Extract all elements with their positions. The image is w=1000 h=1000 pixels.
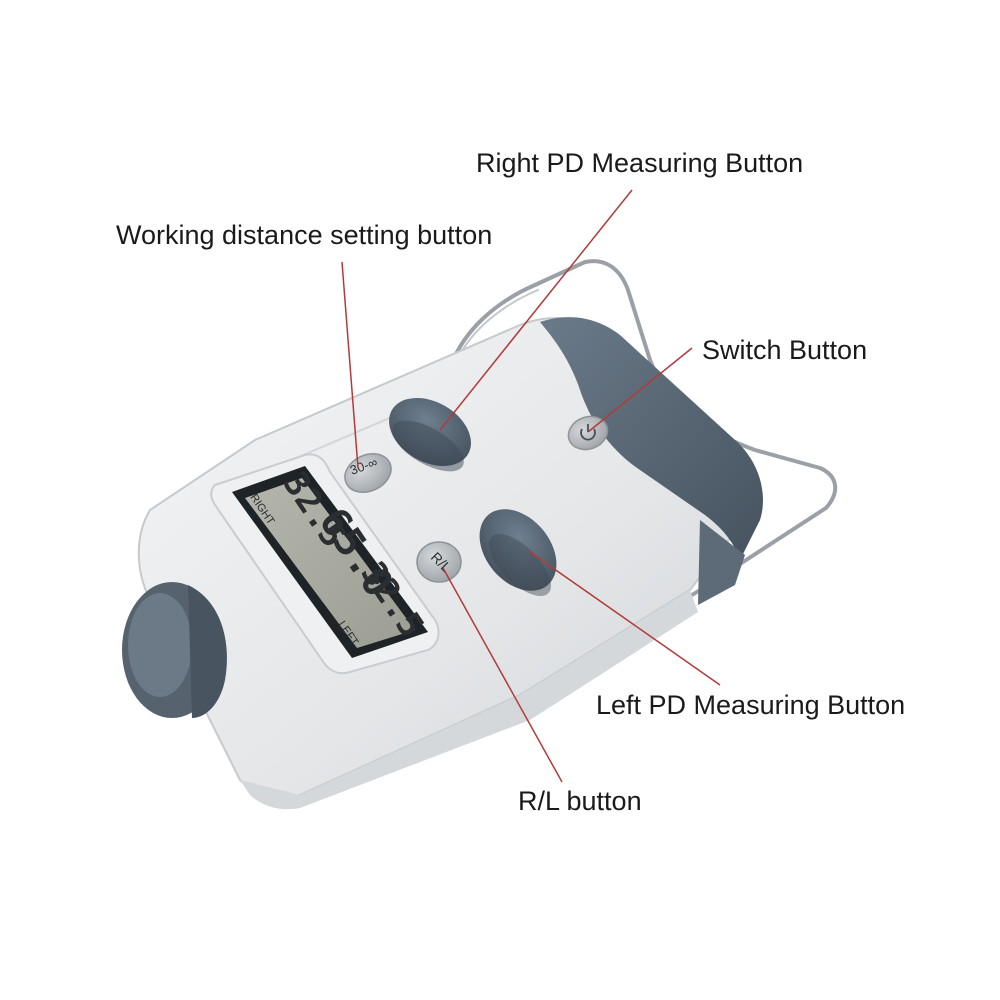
working-distance-button[interactable]: 30-∞ — [339, 447, 398, 500]
eyepiece-knob — [122, 582, 227, 718]
label-left-pd-measuring-button: Left PD Measuring Button — [596, 690, 906, 720]
leader-working-distance — [341, 261, 359, 469]
leader-switch — [587, 347, 693, 433]
label-working-distance-button: Working distance setting button — [116, 220, 493, 250]
rl-button[interactable]: R/L — [416, 541, 462, 583]
label-switch-button: Switch Button — [702, 335, 868, 365]
power-icon — [580, 424, 596, 441]
right-pd-button[interactable] — [377, 384, 483, 482]
leader-left-pd — [529, 551, 721, 686]
label-right-pd-measuring-button: Right PD Measuring Button — [476, 148, 804, 178]
left-pd-button[interactable] — [464, 494, 572, 606]
leader-right-pd — [439, 189, 633, 431]
leader-lines — [341, 189, 721, 783]
label-rl-button: R/L button — [518, 786, 642, 816]
leader-rl — [442, 567, 563, 783]
end-cap — [540, 317, 763, 560]
end-cap-foot — [698, 520, 745, 605]
lcd-screen — [232, 466, 428, 658]
